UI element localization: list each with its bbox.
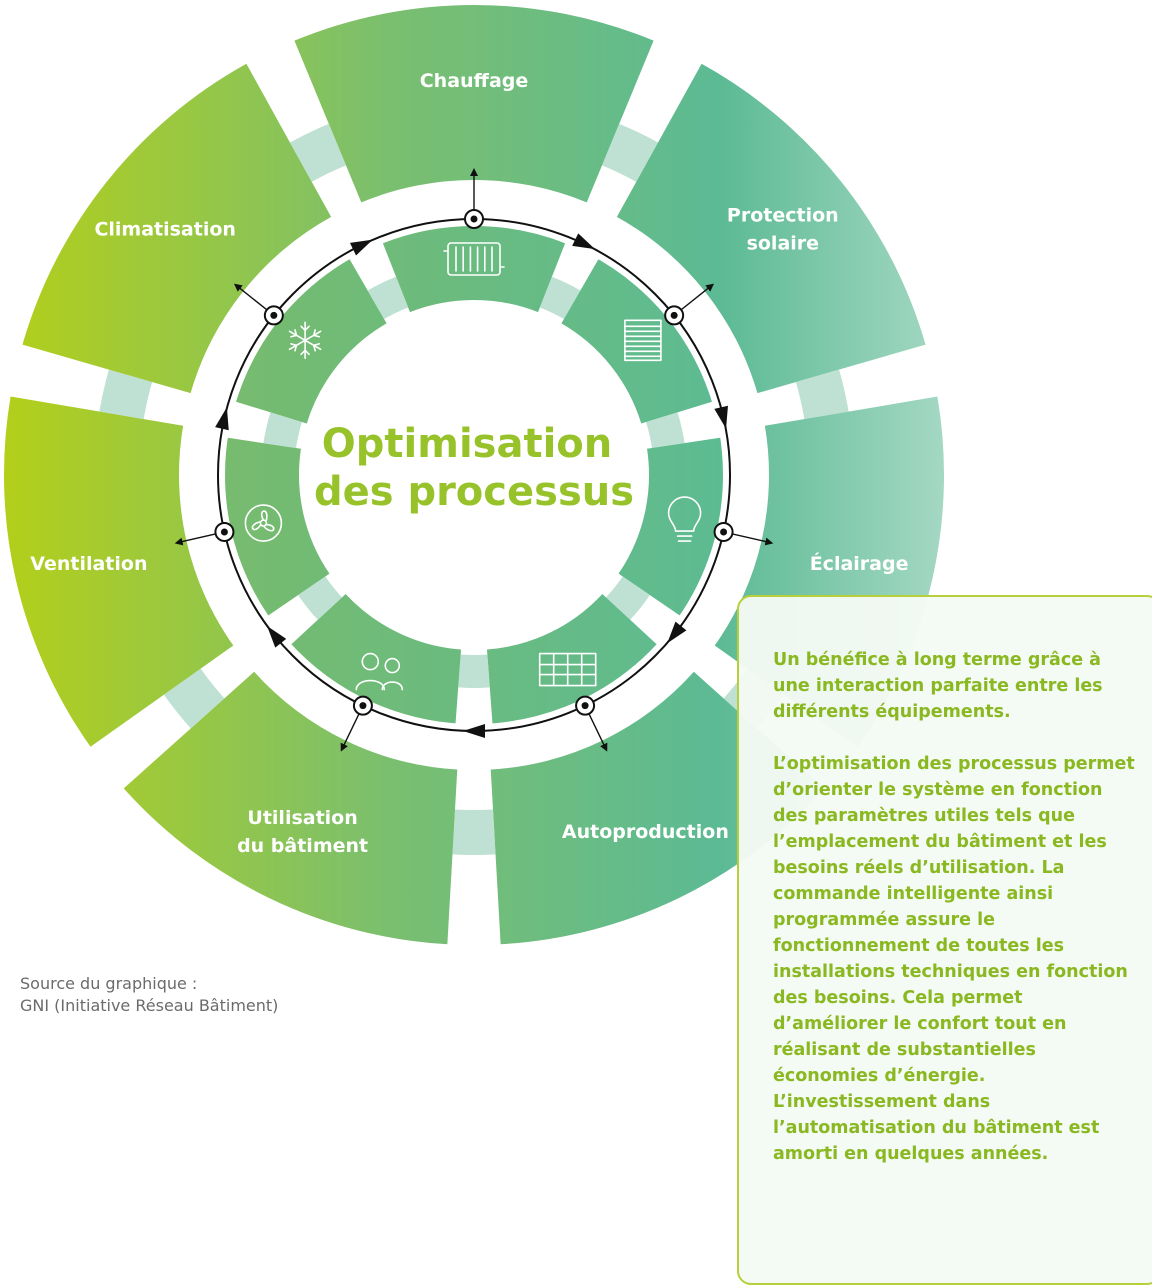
inner-gap-strip	[298, 576, 342, 620]
segment-label-line: du bâtiment	[237, 835, 368, 857]
inner-gap-strip	[606, 576, 650, 620]
outer-gap-strip	[163, 668, 225, 729]
cycle-node-dot	[581, 702, 589, 710]
segment-label-climatisation: Climatisation	[94, 219, 236, 241]
outer-block-ventilation	[4, 396, 234, 747]
inner-gap-strip	[263, 412, 302, 449]
outer-block-chauffage	[294, 4, 654, 203]
info-paragraph-1: Un bénéfice à long terme grâce à une int…	[773, 650, 1103, 722]
center-title-line-1: Optimisation	[322, 421, 612, 467]
cycle-direction-arrow	[267, 626, 287, 648]
cycle-direction-arrow	[349, 239, 373, 256]
info-paragraph-2: L’optimisation des processus permet d’or…	[773, 754, 1135, 1164]
segment-label-ventilation: Ventilation	[30, 553, 147, 575]
cycle-direction-arrow	[572, 233, 596, 250]
cycle-node-dot	[359, 702, 367, 710]
source-line-2: GNI (Initiative Réseau Bâtiment)	[20, 996, 279, 1015]
segment-label-line: Utilisation	[247, 807, 357, 829]
inner-gap-strip	[539, 276, 581, 320]
blinds-icon	[624, 319, 662, 362]
outer-block-protection-solaire	[616, 63, 926, 394]
segment-label-line: Climatisation	[94, 219, 236, 241]
lightbulb-icon	[667, 496, 702, 542]
cycle-direction-arrow	[463, 724, 485, 738]
outer-gap-strip	[795, 369, 849, 420]
cycle-node-dot	[470, 215, 478, 223]
segment-label-utilisation: Utilisation du bâtiment	[237, 807, 368, 857]
inner-block-utilisation	[284, 593, 462, 733]
cycle-direction-arrow	[714, 405, 728, 429]
segment-label-line: Chauffage	[420, 70, 529, 92]
segment-label-line: Protection	[727, 205, 839, 227]
cycle-nodes	[174, 168, 774, 752]
outer-gap-strip	[452, 809, 496, 856]
inner-block-climatisation	[227, 251, 387, 424]
segment-label-line: Éclairage	[810, 552, 909, 575]
source-note: Source du graphique : GNI (Initiative Ré…	[20, 973, 380, 1017]
inner-block-protection-solaire	[561, 251, 721, 424]
cycle-node-dot	[270, 311, 278, 319]
outer-block-utilisation	[123, 671, 458, 945]
info-box: Un bénéfice à long terme grâce à une int…	[737, 595, 1152, 1285]
people-icon	[355, 652, 404, 691]
cycle-node-dot	[670, 311, 678, 319]
segment-label-protection-solaire: Protection solaire	[727, 205, 839, 255]
outer-block-climatisation	[22, 63, 332, 394]
center-title-line-2: des processus	[314, 469, 634, 515]
inner-gap-strip	[458, 654, 490, 688]
segment-icons	[244, 242, 702, 691]
inner-block-autoproduction	[486, 593, 664, 733]
inner-block-chauffage	[379, 217, 569, 313]
solar-panel-icon	[538, 652, 597, 687]
cycle-node-dot	[220, 528, 228, 536]
outer-ring	[4, 4, 944, 945]
center-title: Optimisation des processus	[314, 421, 634, 515]
cycle-direction-arrow	[667, 621, 687, 644]
segment-label-eclairage: Éclairage	[810, 552, 909, 575]
radiator-icon	[443, 242, 505, 276]
fan-icon	[244, 504, 283, 542]
outer-gap-strip	[289, 123, 346, 182]
outer-gap-strip	[99, 369, 153, 420]
segment-label-line: solaire	[747, 233, 819, 255]
cycle-direction-arrow	[215, 407, 229, 431]
outer-gap-strip	[602, 123, 659, 182]
segment-label-chauffage: Chauffage	[420, 70, 529, 92]
cycle-node-dot	[720, 528, 728, 536]
segment-label-line: Ventilation	[30, 553, 147, 575]
segment-label-line: Autoproduction	[562, 821, 729, 843]
snowflake-icon	[288, 321, 322, 360]
inner-gap-strip	[646, 412, 685, 449]
source-line-1: Source du graphique :	[20, 974, 198, 993]
center-disc	[302, 303, 646, 647]
inner-gap-strip	[367, 276, 409, 320]
segment-label-autoproduction: Autoproduction	[562, 821, 729, 843]
